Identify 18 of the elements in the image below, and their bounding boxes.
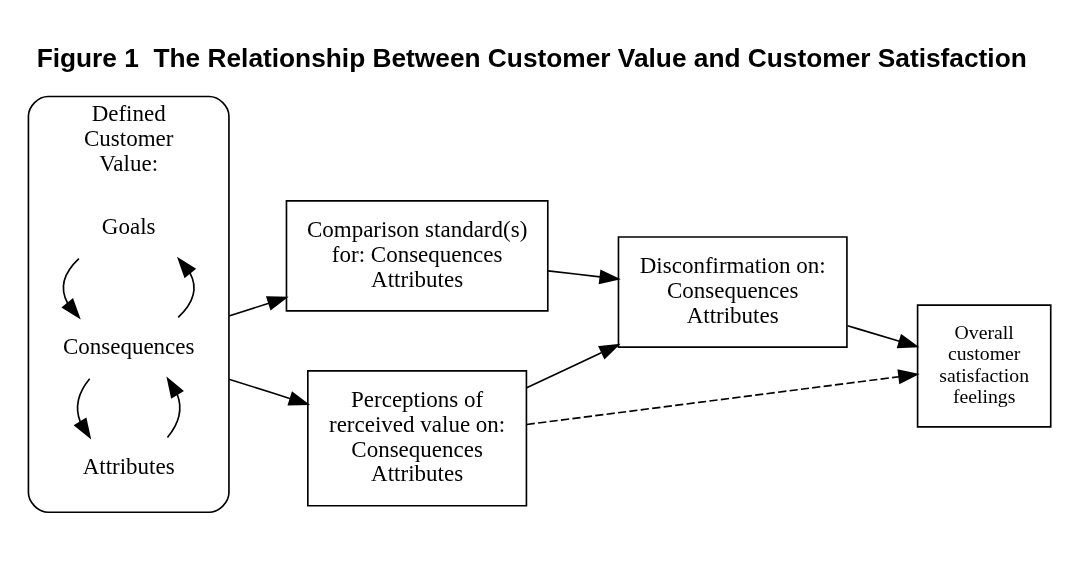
node-text: Consequences	[62, 333, 195, 359]
node-text: Attributes	[82, 453, 175, 479]
arrow	[846, 324, 920, 348]
arrow	[166, 376, 184, 438]
node-text: Goals	[101, 213, 156, 239]
arrow	[525, 343, 621, 389]
arrow	[228, 295, 289, 317]
node-box: Disconfirmation on: Consequences Attributes	[617, 235, 848, 348]
arrow	[547, 268, 621, 284]
node-box: Perceptions of rerceived value on: Consequences Attributes	[307, 369, 528, 506]
node-box: Comparison standard(s) for: Consequences Attributes	[285, 199, 549, 312]
arrow	[176, 256, 197, 318]
arrow	[73, 377, 92, 440]
node-box: Overall customer satisfaction feelings	[916, 303, 1052, 428]
arrow	[525, 368, 920, 425]
arrow	[228, 377, 311, 406]
arrow	[61, 257, 81, 319]
diagram-title: Figure 1 The Relationship Between Customer Value and Customer Satisfaction	[36, 42, 1027, 73]
